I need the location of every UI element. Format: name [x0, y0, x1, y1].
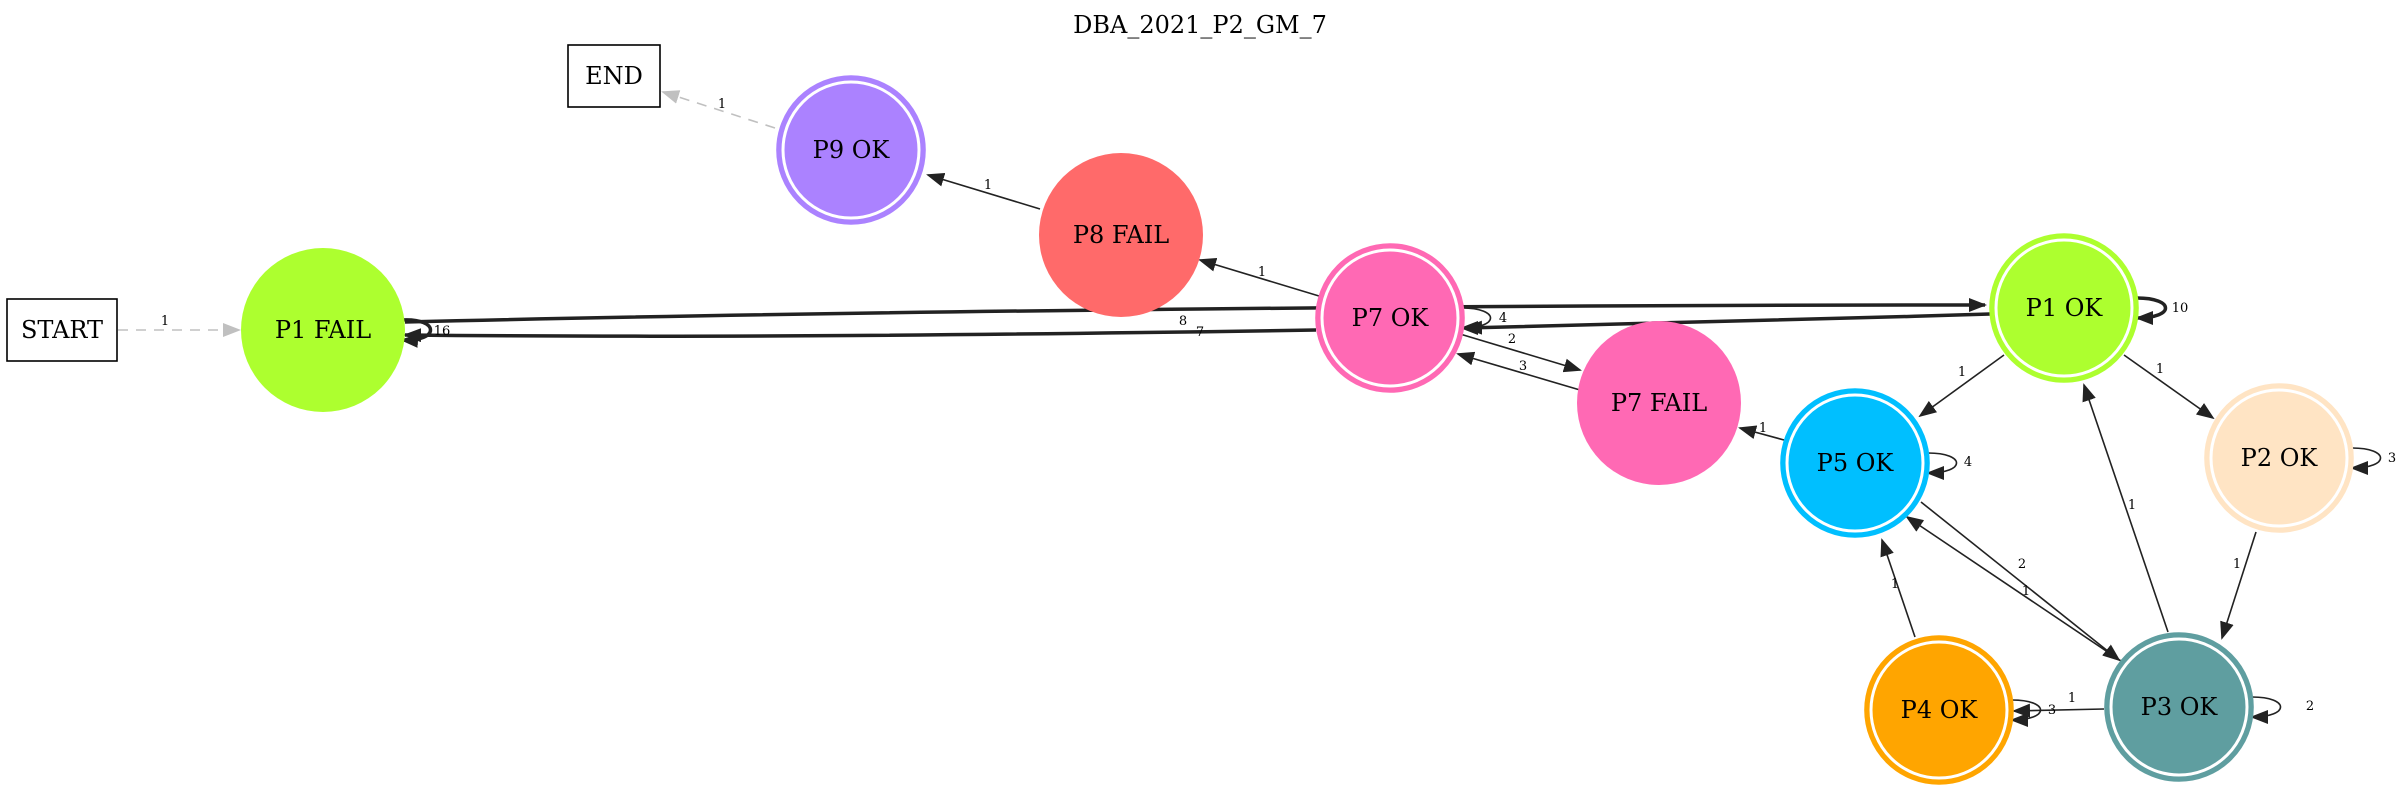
node-p1fail: P1 FAIL — [241, 248, 405, 412]
edge-p1ok-to-p2ok — [2123, 354, 2215, 420]
edge-p3ok-to-p5ok — [1905, 515, 2131, 668]
node-label-p7ok: P7 OK — [1352, 304, 1430, 332]
edge-p7ok-to-p7ok — [1460, 307, 1492, 335]
edge-p3ok-to-p4ok — [2012, 703, 2105, 718]
node-p2ok: P2 OK — [2204, 383, 2354, 533]
node-label-end: END — [585, 62, 643, 90]
node-p1ok: P1 OK — [1989, 233, 2139, 383]
edge-p1fail-to-p1ok — [404, 298, 1987, 324]
edge-label-p1fail-to-p1ok: 8 — [1179, 314, 1187, 329]
node-p3ok: P3 OK — [2104, 632, 2254, 782]
edge-label-p7ok-to-p1fail: 7 — [1196, 325, 1204, 340]
node-p7ok: P7 OK — [1315, 243, 1465, 393]
edge-p1ok-to-p7ok — [1464, 312, 1991, 335]
edge-p7ok-to-p7fail — [1459, 333, 1582, 373]
edge-label-p1ok-to-p2ok: 1 — [2156, 362, 2164, 377]
nodes-layer: START END P1 FAIL P9 OK P8 FAIL P7 OK P7 FAIL P… — [6, 44, 2354, 785]
edge-label-p1fail-to-p1fail: 16 — [434, 324, 451, 339]
node-label-start: START — [21, 316, 103, 344]
edge-p1ok-to-p1ok — [2135, 296, 2168, 325]
edge-label-p2ok-to-p2ok: 3 — [2388, 451, 2396, 466]
edge-label-p5ok-to-p3ok: 2 — [2018, 557, 2026, 572]
node-start: START — [6, 298, 118, 362]
edge-label-p9ok-to-end: 1 — [718, 97, 726, 112]
edge-label-p1ok-to-p1ok: 10 — [2172, 301, 2189, 316]
edge-label-p1ok-to-p5ok: 1 — [1958, 365, 1966, 380]
edge-p7fail-to-p7ok — [1456, 351, 1581, 391]
node-p8fail: P8 FAIL — [1039, 153, 1203, 317]
edge-p5ok-to-p5ok — [1926, 452, 1958, 480]
node-label-p2ok: P2 OK — [2241, 444, 2319, 472]
node-p5ok: P5 OK — [1780, 388, 1930, 538]
edge-label-p7ok-to-p8fail: 1 — [1258, 265, 1266, 280]
edge-label-p5ok-to-p5ok: 4 — [1964, 455, 1972, 470]
node-label-p9ok: P9 OK — [813, 136, 891, 164]
edge-label-p7ok-to-p7ok: 4 — [1499, 311, 1507, 326]
edges-layer — [118, 90, 2382, 727]
edge-label-p7ok-to-p7fail: 2 — [1508, 332, 1516, 347]
edge-label-p3ok-to-p3ok: 2 — [2306, 699, 2314, 714]
edge-p4ok-to-p5ok — [1880, 538, 1916, 638]
edge-p5ok-to-p3ok — [1920, 501, 2121, 662]
edge-label-p3ok-to-p4ok: 1 — [2068, 691, 2076, 706]
edge-p2ok-to-p2ok — [2350, 447, 2382, 475]
edge-p4ok-to-p4ok — [2010, 699, 2042, 727]
node-p4ok: P4 OK — [1864, 635, 2014, 785]
edge-label-p4ok-to-p5ok: 1 — [1891, 577, 1899, 592]
node-p9ok: P9 OK — [776, 75, 926, 225]
node-label-p1ok: P1 OK — [2026, 294, 2104, 322]
edge-p7ok-to-p1fail — [403, 328, 1317, 343]
node-p7fail: P7 FAIL — [1577, 321, 1741, 485]
node-label-p5ok: P5 OK — [1817, 449, 1895, 477]
edge-label-p5ok-to-p7fail: 1 — [1759, 421, 1767, 436]
edge-label-p3ok-to-p5ok: 1 — [2022, 584, 2030, 599]
edge-label-p7fail-to-p7ok: 3 — [1519, 359, 1527, 374]
node-label-p3ok: P3 OK — [2141, 693, 2219, 721]
edge-p2ok-to-p3ok — [2220, 531, 2257, 640]
edge-label-start-to-p1fail: 1 — [161, 314, 169, 329]
node-label-p7fail: P7 FAIL — [1611, 389, 1707, 417]
edge-p1ok-to-p5ok — [1918, 354, 2005, 418]
edge-label-p2ok-to-p3ok: 1 — [2233, 557, 2241, 572]
edge-label-p8fail-to-p9ok: 1 — [984, 178, 992, 193]
edge-p8fail-to-p9ok — [926, 172, 1041, 210]
node-label-p4ok: P4 OK — [1901, 696, 1979, 724]
graph-title: DBA_2021_P2_GM_7 — [1073, 11, 1327, 39]
edge-p3ok-to-p3ok — [2250, 696, 2282, 724]
node-label-p8fail: P8 FAIL — [1073, 221, 1169, 249]
edge-p9ok-to-end — [661, 90, 776, 129]
edge-label-p3ok-to-p1ok: 1 — [2128, 498, 2136, 513]
edge-p3ok-to-p1ok — [2082, 383, 2169, 633]
edge-p5ok-to-p7fail — [1738, 425, 1785, 441]
node-label-p1fail: P1 FAIL — [275, 316, 371, 344]
edge-label-p4ok-to-p4ok: 3 — [2048, 703, 2056, 718]
node-end: END — [567, 44, 661, 108]
edge-p7ok-to-p8fail — [1198, 257, 1320, 297]
